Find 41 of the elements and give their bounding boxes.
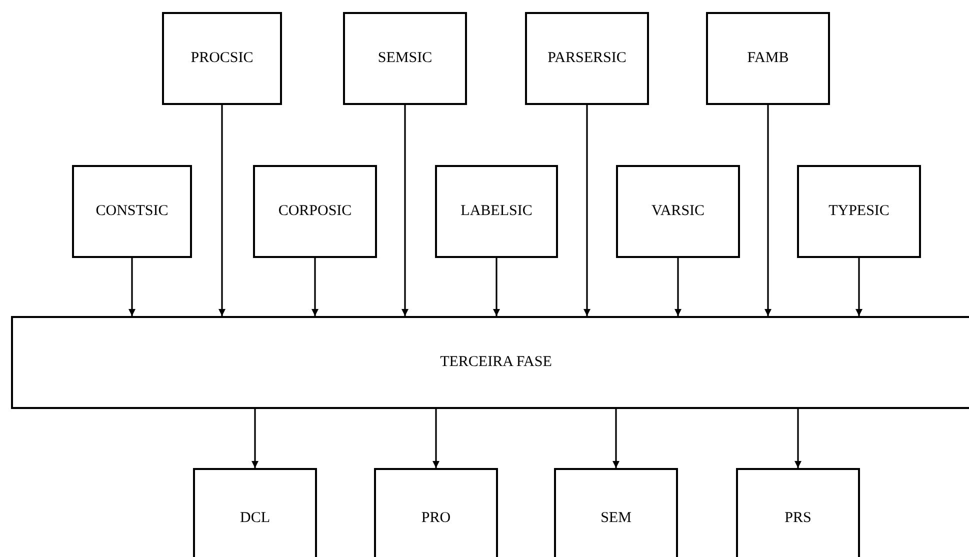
arrow [432, 409, 440, 468]
box-label: PARSERSIC [548, 50, 626, 67]
arrow [128, 258, 136, 316]
arrow [218, 105, 226, 316]
process-box [72, 165, 192, 258]
process-box [253, 165, 377, 258]
arrow [794, 409, 802, 468]
process-box [736, 468, 860, 557]
process-box [162, 12, 282, 105]
process-box [193, 468, 317, 557]
process-box [11, 316, 969, 409]
box-label: VARSIC [651, 203, 705, 220]
process-box [797, 165, 921, 258]
process-box [343, 12, 467, 105]
process-box [374, 468, 498, 557]
process-box [616, 165, 740, 258]
box-label: LABELSIC [460, 203, 532, 220]
box-label: SEM [600, 510, 632, 526]
box-label: TERCEIRA FASE [440, 354, 552, 371]
arrow [764, 105, 772, 316]
arrow [856, 258, 862, 316]
arrow [612, 409, 620, 468]
box-label: PROCSIC [190, 50, 254, 67]
arrow [312, 258, 318, 316]
arrow [584, 105, 590, 316]
box-label: PRS [784, 510, 812, 526]
process-box [435, 165, 558, 258]
process-box [554, 468, 678, 557]
box-label: DCL [240, 510, 270, 526]
box-label: PRO [421, 510, 451, 526]
arrow [674, 258, 682, 316]
arrow [252, 409, 258, 468]
box-label: SEMSIC [378, 50, 432, 67]
arrow [402, 105, 408, 316]
box-label: CONSTSIC [96, 203, 168, 220]
box-label: CORPOSIC [278, 203, 352, 220]
process-box [525, 12, 649, 105]
process-box [706, 12, 830, 105]
arrow [493, 258, 500, 316]
box-label: FAMB [747, 50, 789, 67]
box-label: TYPESIC [828, 203, 890, 220]
